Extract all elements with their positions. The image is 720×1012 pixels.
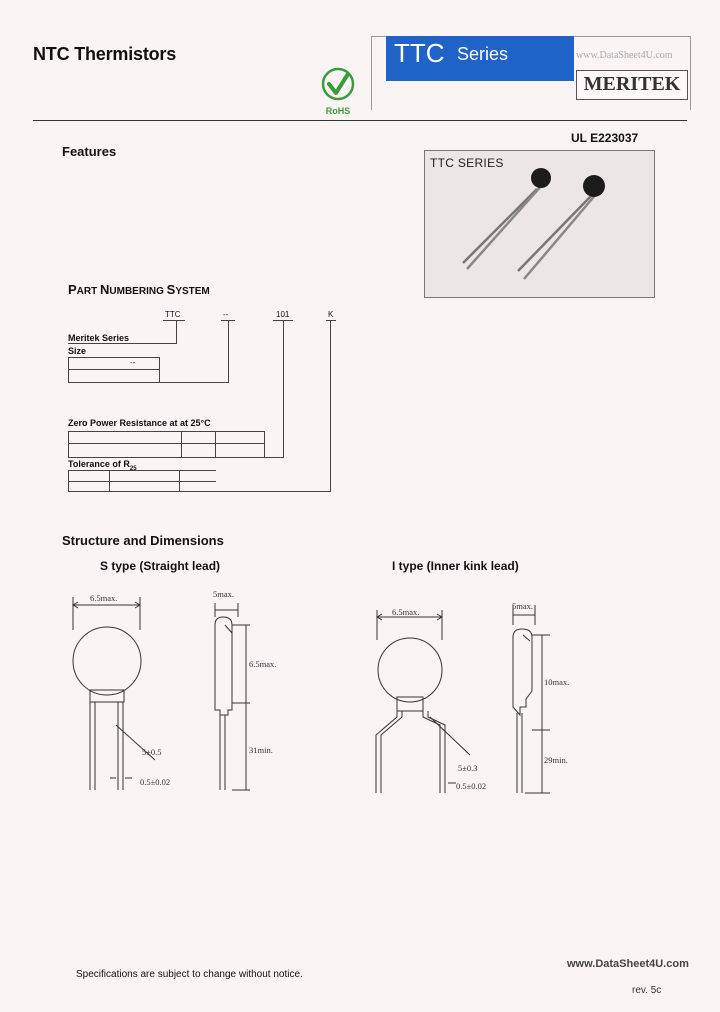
i-type-heading: I type (Inner kink lead) <box>392 559 519 573</box>
revision: rev. 5c <box>632 985 662 996</box>
s-diameter-dim: 6.5max. <box>90 593 117 603</box>
i-lead-length-dim: 29min. <box>544 755 568 765</box>
rohs-label: RoHS <box>326 106 351 116</box>
s-pitch-dim: 5±0.5 <box>142 747 162 757</box>
watermark-bottom[interactable]: www.DataSheet4U.com <box>567 958 689 970</box>
code-size: -- <box>223 310 229 319</box>
page-title: NTC Thermistors <box>33 44 177 64</box>
brand-name: MERITEK <box>583 73 681 95</box>
disclaimer: Specifications are subject to change wit… <box>76 969 303 980</box>
s-type-heading: S type (Straight lead) <box>100 559 221 573</box>
series-code: TTC <box>394 38 445 68</box>
thermistor-photo-drawing <box>462 168 605 280</box>
i-pitch-dim: 5±0.3 <box>458 763 478 773</box>
watermark-top: www.DataSheet4U.com <box>576 50 673 61</box>
i-thickness-dim: 5max. <box>512 601 533 611</box>
features-heading: Features <box>62 144 117 159</box>
meritek-series-label: Meritek Series <box>68 333 130 343</box>
code-tolerance: K <box>328 310 334 319</box>
s-lead-diameter-dim: 0.5±0.02 <box>140 777 170 787</box>
series-word: Series <box>457 44 509 64</box>
size-label: Size <box>68 346 87 356</box>
i-body-height-dim: 10max. <box>544 677 569 687</box>
rohs-check-icon: RoHS <box>321 67 355 116</box>
rohs-logo: RoHS <box>318 66 358 120</box>
tolerance-label: Tolerance of R25 <box>68 459 137 472</box>
i-lead-diameter-dim: 0.5±0.02 <box>456 781 486 791</box>
part-numbering-heading: PART NUMBERING SYSTEM <box>68 282 210 297</box>
brand-logo: MERITEK <box>576 70 688 100</box>
size-value: -- <box>130 358 136 367</box>
i-diameter-dim: 6.5max. <box>392 607 419 617</box>
code-resistance: 101 <box>276 310 290 319</box>
code-series: TTC <box>165 310 181 319</box>
header-rule <box>33 120 687 121</box>
photo-label: TTC SERIES <box>430 156 504 170</box>
structure-heading: Structure and Dimensions <box>62 533 224 548</box>
s-body-height-dim: 6.5max. <box>249 659 276 669</box>
ul-certification: UL E223037 <box>571 131 639 145</box>
s-type-drawing: 6.5max. 5max. 6.5max. 31min. 5±0.5 0.5±0… <box>72 589 276 791</box>
s-thickness-dim: 5max. <box>213 589 234 599</box>
i-type-drawing: 6.5max. 5max. 10max. 29min. 5±0.3 0.5±0.… <box>375 601 569 794</box>
series-banner: TTC Series <box>386 36 574 81</box>
s-lead-length-dim: 31min. <box>249 745 273 755</box>
product-photo: TTC SERIES <box>424 150 655 298</box>
resistance-label: Zero Power Resistance at at 25°C <box>68 418 211 428</box>
